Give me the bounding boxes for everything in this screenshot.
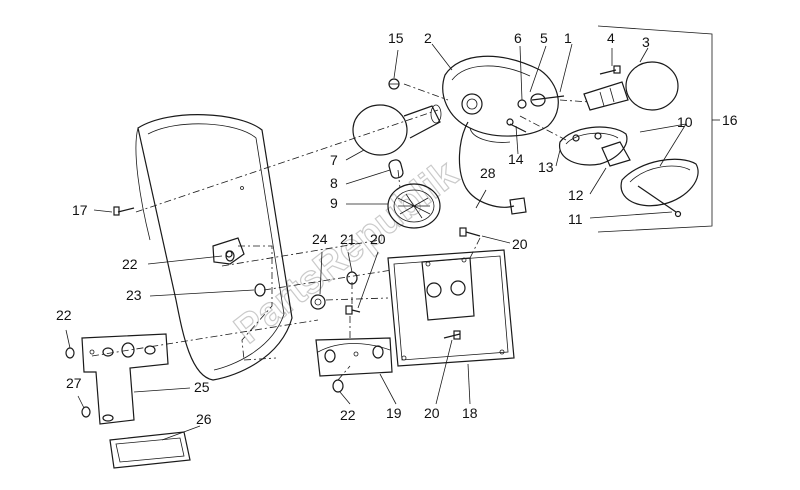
nut-5 (530, 93, 565, 107)
lamp-bulb-12 (601, 141, 631, 167)
nut-27 (81, 406, 91, 418)
callout-23: 23 (126, 287, 142, 303)
callout-25: 25 (194, 379, 210, 395)
screw-20-mid (345, 305, 361, 315)
assembly-lines (91, 83, 591, 381)
callout-21: 21 (340, 231, 356, 247)
reflector-26 (109, 431, 191, 469)
screw-20-bottom (443, 330, 461, 340)
group-bracket-16 (597, 25, 720, 233)
callout-24: 24 (312, 231, 328, 247)
callout-7: 7 (330, 152, 338, 168)
right-indicator (583, 61, 679, 111)
callout-3: 3 (642, 34, 650, 50)
callout-20-mid: 20 (370, 231, 386, 247)
rear-lamp-body (559, 126, 628, 166)
callout-26: 26 (196, 411, 212, 427)
callout-20-bottom: 20 (424, 405, 440, 421)
plate-bracket-19 (315, 337, 393, 377)
callout-17: 17 (72, 202, 88, 218)
rear-fender (135, 114, 293, 381)
callout-9: 9 (330, 195, 338, 211)
callout-28: 28 (480, 165, 496, 181)
callout-22-mid: 22 (122, 256, 138, 272)
callout-19: 19 (386, 405, 402, 421)
left-indicator (352, 104, 442, 156)
callout-12: 12 (568, 187, 584, 203)
lens-screw-11 (637, 185, 682, 218)
reflector-bracket-25 (81, 333, 169, 425)
lamp-screw-14 (506, 118, 527, 133)
callout-13: 13 (538, 159, 554, 175)
license-plate-holder (387, 249, 515, 367)
callout-16: 16 (722, 112, 738, 128)
screw-4 (599, 65, 621, 75)
callout-8: 8 (330, 175, 338, 191)
callout-10: 10 (677, 114, 693, 130)
spacer-24 (310, 294, 326, 310)
leader-lines (65, 43, 687, 441)
callout-labels: 1 2 3 4 5 6 7 8 9 10 11 12 13 14 15 16 1… (56, 30, 738, 427)
lamp-lens-10 (620, 158, 699, 207)
callout-5: 5 (540, 30, 548, 46)
callout-22-left: 22 (56, 307, 72, 323)
callout-20-top: 20 (512, 236, 528, 252)
callout-2: 2 (424, 30, 432, 46)
callout-27: 27 (66, 375, 82, 391)
indicator-lens-9 (387, 183, 441, 229)
nut-22-left (65, 347, 75, 359)
washer-6 (517, 99, 527, 109)
grommet-15 (388, 78, 400, 90)
callout-6: 6 (514, 30, 522, 46)
nut-22-bottom (332, 379, 344, 393)
callout-11: 11 (568, 211, 583, 227)
callout-1: 1 (564, 30, 572, 46)
screw-20-top (459, 227, 481, 237)
callout-15: 15 (388, 30, 404, 46)
callout-14: 14 (508, 151, 524, 167)
nut-22-mid (225, 250, 235, 262)
indicator-bulb-8 (388, 159, 404, 179)
watermark: PartsRepublik (226, 151, 466, 352)
callout-4: 4 (607, 30, 615, 46)
screw-17 (113, 206, 135, 216)
callout-18: 18 (462, 405, 478, 421)
callout-22-bottom: 22 (340, 407, 356, 423)
